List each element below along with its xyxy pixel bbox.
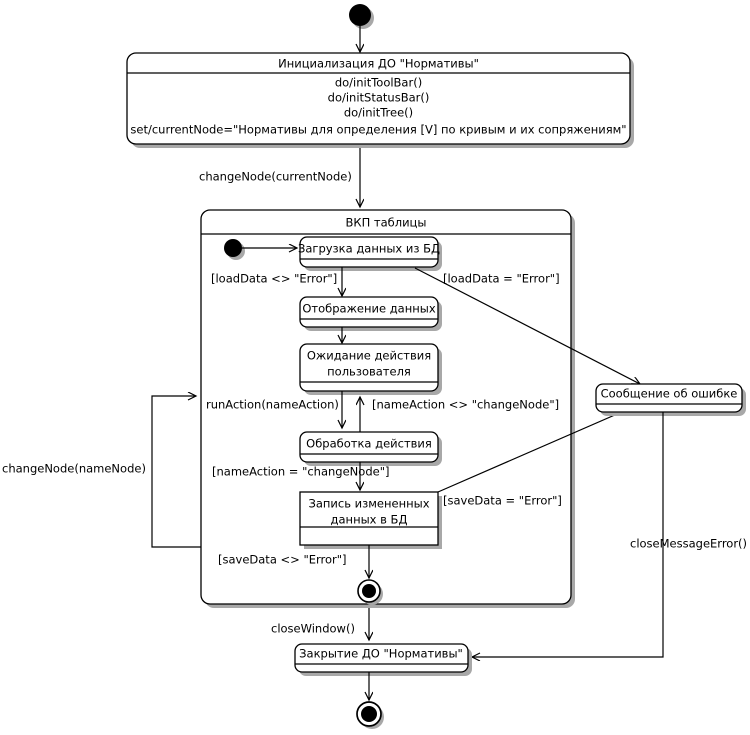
label-load-error: [loadData = "Error"] bbox=[443, 272, 560, 286]
label-save-error: [saveData = "Error"] bbox=[443, 494, 562, 508]
state-wait-user-action: Ожидание действия пользователя bbox=[299, 343, 442, 395]
state-save-data: Запись измененных данных в БД bbox=[299, 491, 442, 549]
state-error-message-title: Сообщение об ошибке bbox=[601, 387, 738, 401]
transition-close-message-error bbox=[472, 412, 664, 657]
final-state-bottom bbox=[356, 701, 384, 729]
state-wait-user-action-title-2: пользователя bbox=[327, 365, 411, 379]
transition-change-node-loop bbox=[151, 396, 201, 548]
label-close-message-error: closeMessageError() bbox=[630, 537, 747, 551]
state-close-do: Закрытие ДО "Нормативы" bbox=[294, 643, 472, 676]
label-change-current-node: changeNode(currentNode) bbox=[199, 170, 352, 184]
state-load-data-title: Загрузка данных из БД bbox=[298, 242, 440, 256]
state-initialization: Инициализация ДО "Нормативы" do/initTool… bbox=[126, 52, 634, 148]
composite-state-table: ВКП таблицы bbox=[200, 209, 575, 608]
initial-state-top bbox=[349, 4, 374, 29]
label-name-action-change: [nameAction = "changeNode"] bbox=[212, 465, 389, 479]
composite-state-title: ВКП таблицы bbox=[346, 216, 427, 230]
state-load-data: Загрузка данных из БД bbox=[298, 236, 442, 271]
state-close-do-title: Закрытие ДО "Нормативы" bbox=[299, 647, 463, 661]
transition-save-error-to-message bbox=[437, 404, 640, 493]
state-save-data-title-2: данных в БД bbox=[331, 513, 408, 527]
label-run-action: runAction(nameAction) bbox=[206, 398, 339, 412]
state-save-data-title: Запись измененных bbox=[308, 497, 429, 511]
state-initialization-action-3: set/currentNode="Нормативы для определен… bbox=[130, 123, 626, 137]
initial-state-inner bbox=[224, 239, 245, 260]
state-process-action-title: Обработка действия bbox=[306, 437, 432, 451]
final-state-inner bbox=[357, 579, 383, 605]
state-show-data: Отображение данных bbox=[299, 296, 442, 331]
label-name-action-other: [nameAction <> "changeNode"] bbox=[372, 398, 559, 412]
state-initialization-action-2: do/initTree() bbox=[344, 106, 413, 120]
label-change-node: changeNode(nameNode) bbox=[2, 462, 146, 476]
label-save-ok: [saveData <> "Error"] bbox=[218, 553, 347, 567]
transition-load-error-to-message bbox=[414, 267, 640, 384]
state-show-data-title: Отображение данных bbox=[302, 302, 436, 316]
state-initialization-action-1: do/initStatusBar() bbox=[328, 91, 430, 105]
label-close-window: closeWindow() bbox=[271, 622, 355, 636]
state-process-action: Обработка действия bbox=[299, 431, 442, 466]
state-initialization-title: Инициализация ДО "Нормативы" bbox=[278, 57, 479, 71]
label-load-ok: [loadData <> "Error"] bbox=[211, 272, 337, 286]
state-wait-user-action-title: Ожидание действия bbox=[307, 349, 431, 363]
state-initialization-action-0: do/initToolBar() bbox=[335, 76, 422, 90]
state-error-message: Сообщение об ошибке bbox=[595, 383, 746, 416]
